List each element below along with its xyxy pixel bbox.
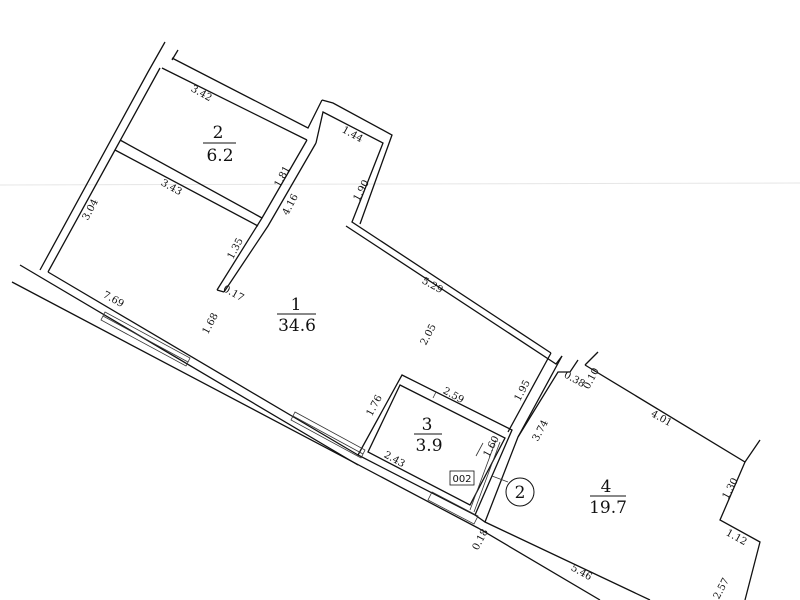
dimension-label: 2.57 — [712, 576, 732, 600]
dimension-label: 2.43 — [382, 450, 407, 470]
dimension-label: 1.68 — [201, 311, 221, 336]
room-area: 6.2 — [206, 146, 233, 166]
circle-marker-label: 2 — [515, 483, 526, 503]
dimension-label: 5.46 — [569, 563, 594, 583]
dimension-label: 0.17 — [221, 284, 246, 304]
room-number: 4 — [601, 477, 612, 497]
dimension-label: 4.16 — [281, 192, 301, 217]
room-area: 34.6 — [278, 316, 316, 336]
circle-marker: 2 — [505, 477, 535, 507]
dimension-label: 0.10 — [582, 366, 602, 391]
box-marker-label: 002 — [452, 474, 471, 485]
dimension-label: 1.81 — [273, 164, 293, 189]
scan-artifact — [0, 182, 800, 186]
dimension-label: 7.69 — [101, 290, 126, 310]
dimension-label: 1.12 — [724, 528, 749, 548]
dimension-label: 1.30 — [721, 476, 741, 501]
dimension-label: 3.42 — [189, 84, 214, 104]
room-1-label: 1 34.6 — [277, 295, 316, 336]
dimension-label: 1.60 — [482, 434, 502, 459]
dimension-label: 2.05 — [419, 322, 439, 347]
dimension-label: 3.04 — [81, 197, 101, 222]
room-4-label: 4 19.7 — [589, 477, 627, 518]
walls — [11, 41, 761, 600]
leader-line — [491, 475, 509, 483]
room-number: 2 — [213, 123, 224, 143]
dimension-label: 3.74 — [531, 418, 551, 443]
dimension-label: 2.59 — [441, 386, 466, 406]
dimension-labels: 3.42 1.81 4.16 3.43 3.04 1.35 0.17 7.69 … — [81, 84, 749, 600]
dimension-label: 4.01 — [649, 409, 674, 429]
room-2-label: 2 6.2 — [203, 123, 236, 166]
dimension-label: 0.18 — [471, 527, 491, 552]
box-marker: 002 — [449, 470, 475, 486]
dimension-label: 3.43 — [159, 178, 184, 198]
room-3-label: 3 3.9 — [414, 415, 443, 456]
dimension-label: 1.76 — [365, 393, 385, 418]
dimension-label: 5.29 — [420, 276, 445, 296]
room-number: 1 — [291, 295, 302, 315]
dimension-label: 1.44 — [340, 125, 365, 145]
room-area: 19.7 — [589, 498, 627, 518]
room-area: 3.9 — [415, 436, 442, 456]
room-number: 3 — [422, 415, 433, 435]
